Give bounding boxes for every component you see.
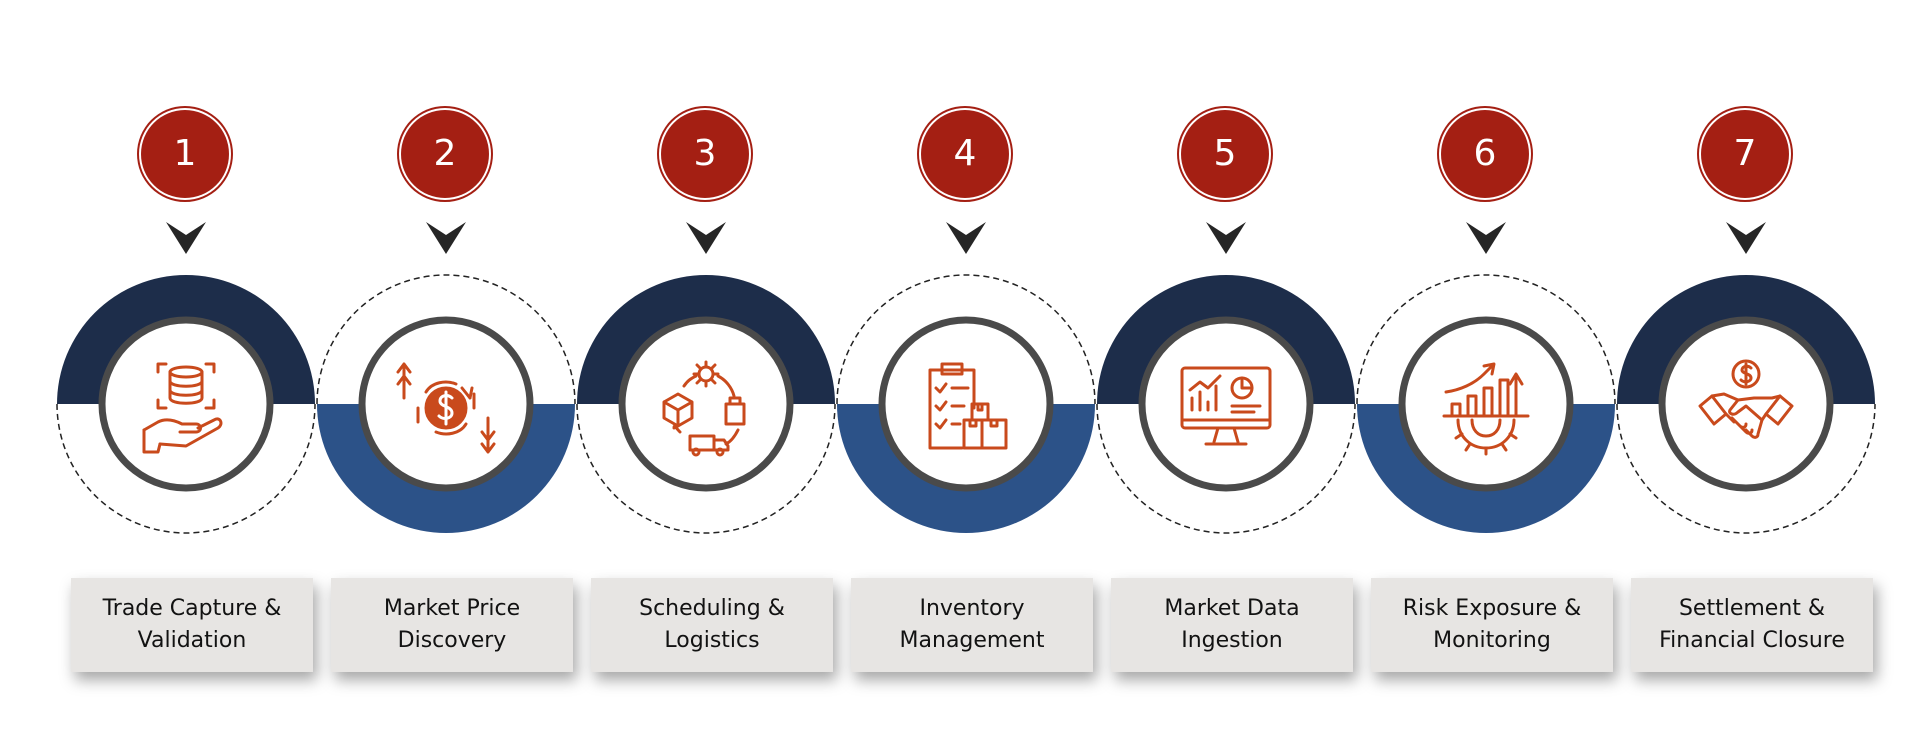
step-3: 3 Scheduling & Logistics [576, 0, 836, 738]
step-number-badge: 3 [661, 110, 749, 198]
dashboard-monitor-icon [1180, 366, 1272, 446]
database-hand-icon [142, 362, 223, 454]
step-label-box: Market Price Discovery [331, 578, 573, 672]
clipboard-boxes-icon [928, 362, 1008, 450]
step-label: Market Data Ingestion [1164, 596, 1300, 653]
step-number-badge: 1 [141, 110, 229, 198]
chevron-down-icon [686, 222, 726, 254]
step-number-badge: 5 [1181, 110, 1269, 198]
chevron-down-icon [1726, 222, 1766, 254]
step-ring [1616, 275, 1876, 534]
step-number-badge: 2 [401, 110, 489, 198]
chevron-down-icon [1206, 222, 1246, 254]
step-label: Market Price Discovery [383, 596, 521, 653]
growth-gear-icon [1442, 362, 1530, 456]
step-2: 2 Market Price Discovery [316, 0, 576, 738]
step-ring [1096, 275, 1356, 534]
step-ring [1356, 274, 1616, 533]
step-label: Scheduling & Logistics [639, 596, 785, 653]
step-label: Trade Capture & Validation [102, 596, 282, 653]
step-label: Inventory Management [899, 596, 1045, 653]
handshake-dollar-icon [1698, 359, 1794, 439]
step-label-box: Settlement & Financial Closure [1631, 578, 1873, 672]
step-number-badge: 4 [921, 110, 1009, 198]
step-label-box: Market Data Ingestion [1111, 578, 1353, 672]
chevron-down-icon [166, 222, 206, 254]
step-5: 5 Market Data Ingestion [1096, 0, 1356, 738]
step-ring [836, 274, 1096, 533]
step-number-badge: 7 [1701, 110, 1789, 198]
step-ring [576, 275, 836, 534]
chevron-down-icon [946, 222, 986, 254]
step-label: Settlement & Financial Closure [1659, 596, 1845, 653]
chevron-down-icon [1466, 222, 1506, 254]
chevron-down-icon [426, 222, 466, 254]
step-7: 7 Settlement & Financial Closure [1616, 0, 1876, 738]
logistics-cycle-icon [662, 360, 746, 457]
step-label: Risk Exposure & Monitoring [1402, 596, 1582, 653]
step-number-badge: 6 [1441, 110, 1529, 198]
step-6: 6 Risk Exposure & Monitoring [1356, 0, 1616, 738]
step-label-box: Risk Exposure & Monitoring [1371, 578, 1613, 672]
step-label-box: Trade Capture & Validation [71, 578, 313, 672]
step-1: 1 Trade Capture & Validation [56, 0, 316, 738]
dollar-cycle-icon [396, 362, 496, 454]
step-label-box: Inventory Management [851, 578, 1093, 672]
step-4: 4 Inventory Management [836, 0, 1096, 738]
step-label-box: Scheduling & Logistics [591, 578, 833, 672]
